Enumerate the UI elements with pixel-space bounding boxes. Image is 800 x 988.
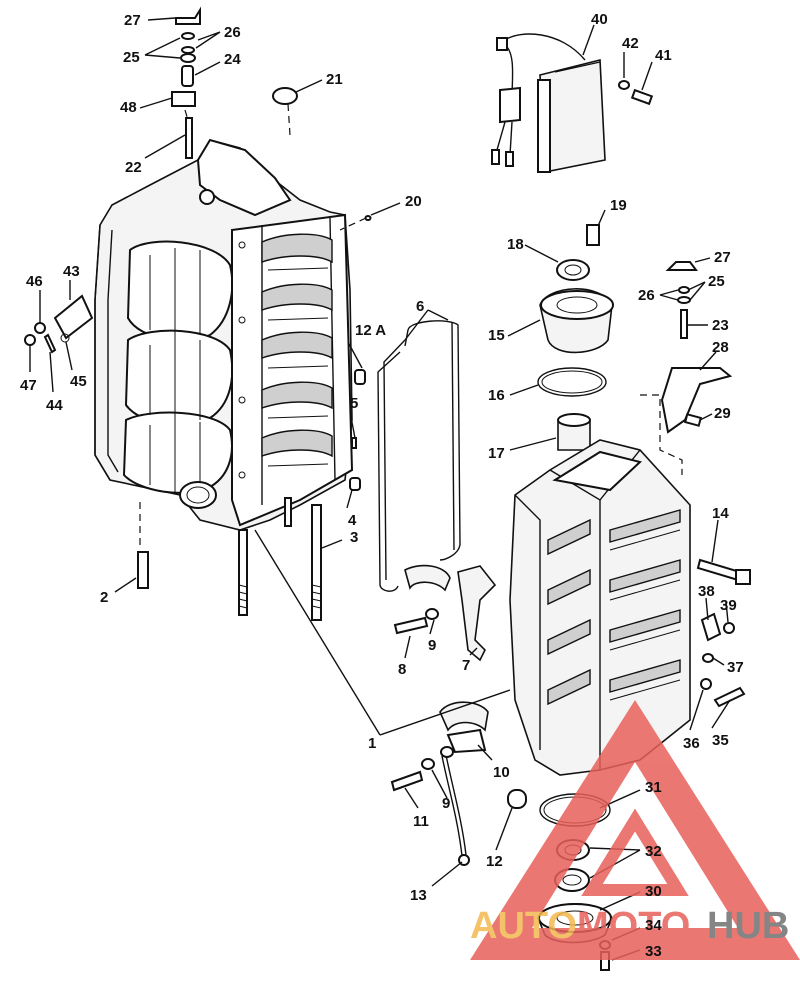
callout-labels: 27 26 25 24 48 21 22 40 42 41 20 19 18 2… [20,11,744,960]
dowel-pins-drawing [137,320,461,592]
callout-26-right: 26 [638,287,655,304]
left-hardware-drawing [24,294,94,354]
callout-21: 21 [326,71,343,88]
callout-27-right: 27 [714,249,731,266]
cylinder-block-drawing [94,117,354,621]
callout-19: 19 [610,197,627,214]
callout-44: 44 [46,397,63,414]
callout-35: 35 [712,732,729,749]
callout-13: 13 [410,887,427,904]
callout-9: 9 [428,637,436,654]
callout-31: 31 [645,779,662,796]
callout-38: 38 [698,583,715,600]
callout-25-right: 25 [708,273,725,290]
watermark-auto: AUTO [470,905,577,947]
callout-12: 12 [486,853,503,870]
callout-4: 4 [348,512,357,529]
callout-10: 10 [493,764,510,781]
callout-15: 15 [488,327,505,344]
callout-37: 37 [727,659,744,676]
callout-11: 11 [413,813,429,830]
callout-8: 8 [398,661,406,678]
callout-29: 29 [714,405,731,422]
callout-48: 48 [120,99,137,116]
callout-34: 34 [645,917,662,934]
callout-46: 46 [26,273,43,290]
upper-bearing-drawing [537,224,614,451]
callout-17: 17 [488,445,505,462]
callout-7: 7 [462,657,470,674]
callout-5: 5 [350,395,358,412]
callout-28: 28 [712,339,729,356]
callout-2: 2 [100,589,108,606]
callout-30: 30 [645,883,662,900]
callout-27: 27 [124,12,141,29]
top-hardware-drawing [171,6,372,221]
callout-41: 41 [655,47,672,64]
watermark-inner-triangle-icon [581,808,689,896]
callout-42: 42 [622,35,639,52]
callout-40: 40 [591,11,608,28]
watermark-moto: MOTO [577,905,690,947]
callout-26: 26 [224,24,241,41]
callout-47: 47 [20,377,37,394]
callout-3: 3 [350,529,358,546]
callout-45: 45 [70,373,87,390]
callout-24: 24 [224,51,241,68]
callout-25: 25 [123,49,140,66]
callout-39: 39 [720,597,737,614]
callout-43: 43 [63,263,80,280]
watermark-triangle-icon [470,700,800,960]
main-bearing-drawing [390,564,527,866]
watermark-hub: HUB [707,905,789,947]
callout-18: 18 [507,236,524,253]
throttle-linkage-drawing [640,261,733,475]
callout-16: 16 [488,387,505,404]
coil-pack-drawing [491,33,654,173]
callout-22: 22 [125,159,142,176]
callout-33: 33 [645,943,662,960]
callout-23: 23 [712,317,729,334]
callout-20: 20 [405,193,422,210]
callout-6: 6 [416,298,424,315]
crankcase-cover-drawing [509,439,751,776]
callout-1: 1 [368,735,376,752]
callout-12a: 12 A [355,322,386,339]
callout-14: 14 [712,505,729,522]
callout-36: 36 [683,735,700,752]
callout-9-lower: 9 [442,795,450,812]
watermark-logo: AUTO MOTO HUB [470,700,800,960]
callout-32: 32 [645,843,662,860]
